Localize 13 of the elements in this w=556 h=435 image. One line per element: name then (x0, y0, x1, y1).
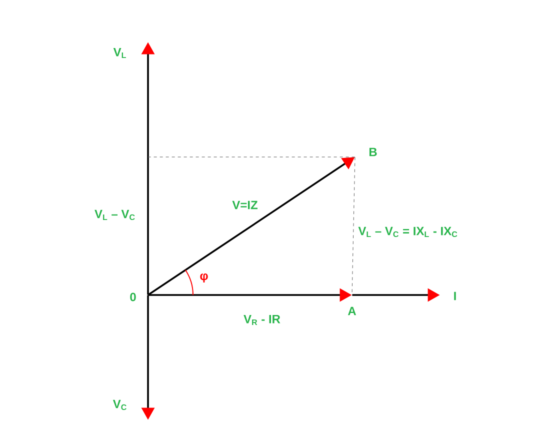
point-label: 0 (130, 292, 136, 302)
angle-label: φ (200, 274, 208, 282)
edge-label: V=IZ (231, 200, 259, 210)
point-label: V$_{C}$ (112, 400, 126, 410)
dashed-line (148, 156, 356, 158)
point-label: V$_{L}$ (113, 48, 126, 58)
axis-label: V$_{L}$ – V$_{C}$ (94, 210, 135, 220)
point-label: I (454, 292, 456, 300)
point-label: B (369, 148, 377, 156)
edge-label: V$_{L}$ – V$_{C}$ = IX$_{L}$ - IX$_{C}$ (357, 226, 459, 238)
edge-label: V$_{R}$ - IR (242, 314, 282, 326)
point-label: A (348, 306, 356, 316)
dashed-line (352, 156, 356, 296)
